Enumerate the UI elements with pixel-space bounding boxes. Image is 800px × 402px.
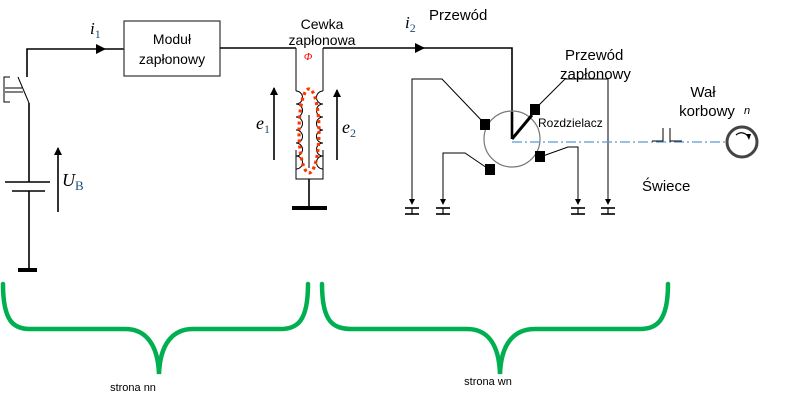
ht-wire-plug-2 bbox=[442, 152, 491, 200]
emf-e2-label: e2 bbox=[342, 117, 356, 140]
ignition-wire-label-line2: zapłonowy bbox=[560, 66, 631, 83]
ignition-coil-label-line1: Cewka bbox=[301, 16, 344, 32]
shaft-coupling bbox=[652, 128, 664, 142]
spark-plug bbox=[601, 207, 615, 215]
ground-symbol bbox=[18, 268, 37, 272]
crankshaft: Wał korbowy n bbox=[679, 84, 759, 159]
battery-voltage-label: UB bbox=[62, 170, 84, 193]
magnetic-flux-loop bbox=[297, 87, 321, 175]
distributor: Rozdzielacz bbox=[480, 104, 603, 175]
low-voltage-side-label: strona nn bbox=[110, 382, 156, 394]
current-i2-arrow bbox=[415, 43, 425, 53]
battery bbox=[5, 160, 50, 272]
distributor-terminal bbox=[480, 119, 490, 130]
crankshaft-label-line2: korbowy bbox=[679, 103, 735, 120]
high-voltage-side-label: strona wn bbox=[464, 376, 512, 388]
ignition-switch bbox=[3, 50, 30, 160]
wire-switch-to-module bbox=[26, 48, 124, 50]
spark-plug bbox=[405, 207, 419, 215]
ignition-coil-label-line2: zapłonowa bbox=[289, 32, 356, 48]
ignition-module-label-line1: Moduł bbox=[153, 31, 192, 47]
high-voltage-side-brace bbox=[319, 281, 671, 375]
current-i2-label: i2 bbox=[405, 13, 416, 35]
wire-label: Przewód bbox=[429, 7, 487, 24]
shaft-coupling bbox=[669, 128, 682, 142]
spark-plugs-label: Świece bbox=[642, 177, 690, 195]
crankshaft-label-line1: Wał bbox=[690, 84, 716, 101]
wire-coil-to-distributor bbox=[323, 47, 513, 138]
low-voltage-side-brace bbox=[0, 281, 311, 375]
current-i1-arrow bbox=[96, 44, 106, 54]
ignition-module-label-line2: zapłonowy bbox=[139, 51, 205, 67]
spark-plug bbox=[571, 207, 585, 215]
ht-wire-plug-4 bbox=[534, 78, 609, 200]
ignition-module: Moduł zapłonowy bbox=[123, 20, 221, 77]
ignition-coil: Cewka zapłonowa Φ bbox=[289, 16, 356, 210]
ht-wire-plug-3 bbox=[539, 146, 579, 200]
speed-symbol-label: n bbox=[744, 105, 750, 117]
emf-e1-label: e1 bbox=[256, 113, 270, 136]
ignition-wire-label-line1: Przewód bbox=[565, 47, 623, 64]
distributor-terminal bbox=[530, 104, 540, 115]
ht-wire-plug-1 bbox=[411, 78, 485, 200]
current-i1-label: i1 bbox=[90, 19, 101, 41]
distributor-label: Rozdzielacz bbox=[538, 116, 603, 130]
spark-plug bbox=[436, 207, 450, 215]
coil-ground-symbol bbox=[292, 206, 327, 210]
flux-symbol-label: Φ bbox=[304, 51, 313, 63]
